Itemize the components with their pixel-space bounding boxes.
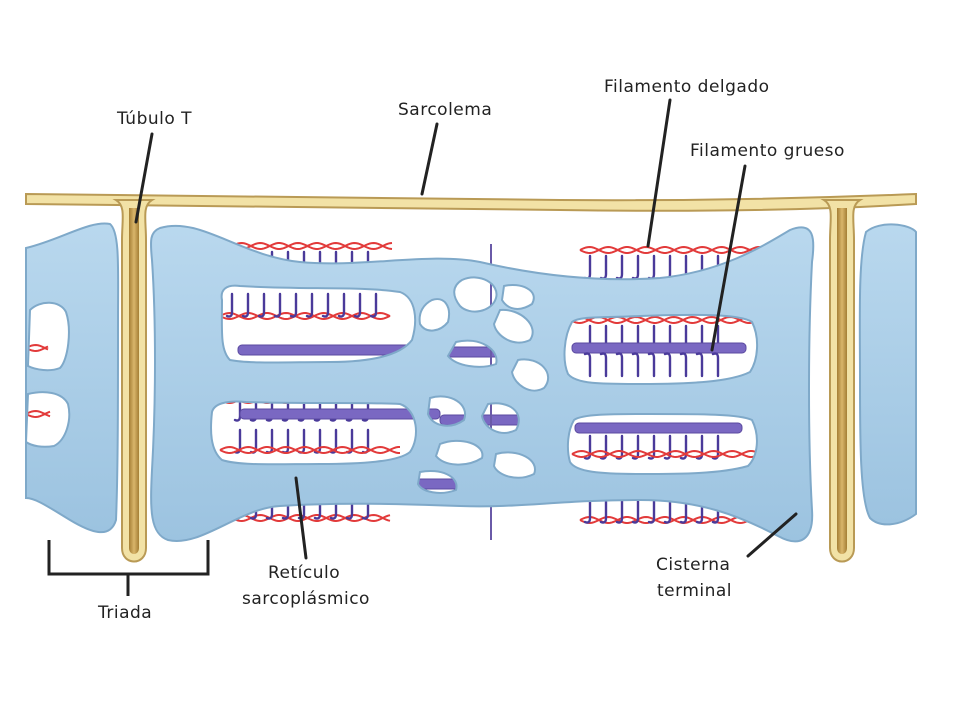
thin-filament — [219, 445, 401, 455]
myosin-head — [289, 292, 298, 318]
t-tubules — [112, 199, 864, 563]
myosin-head — [337, 292, 346, 318]
thin-filament — [231, 241, 393, 250]
label-thick-filament: Filamento grueso — [690, 141, 845, 161]
myosin-head — [599, 254, 608, 280]
label-thin-filament: Filamento delgado — [604, 77, 770, 97]
leader-reticulum — [294, 476, 308, 560]
myosin-head — [711, 434, 720, 460]
thin-filament — [231, 242, 393, 251]
myosin-head — [695, 498, 704, 524]
myosin-head — [711, 352, 720, 378]
myosin-head — [663, 434, 672, 460]
label-t-tubule: Túbulo T — [116, 109, 192, 129]
leader-cistern — [746, 512, 798, 558]
myosin-head — [583, 254, 592, 280]
thin-filament — [25, 410, 51, 418]
myosin-head — [615, 498, 624, 524]
myosin-head — [615, 254, 624, 280]
reticulum-body — [150, 224, 815, 543]
myosin-head — [273, 292, 282, 318]
label-cistern-line1: Cisterna — [656, 555, 730, 575]
myosin-head — [663, 498, 672, 524]
label-reticulum-line1: Retículo — [268, 563, 340, 583]
sarcolemma-band — [25, 192, 917, 212]
myosin-head — [631, 498, 640, 524]
myosin-head — [615, 434, 624, 460]
myosin-head — [297, 428, 306, 454]
myosin-head — [679, 498, 688, 524]
label-triad: Triada — [97, 603, 152, 623]
thick-filament — [571, 342, 747, 354]
t-tubule-lumen — [837, 208, 847, 554]
leader-thick-filament — [710, 164, 747, 352]
myosin-head — [679, 352, 688, 378]
labels: Túbulo T Sarcolema Filamento delgado Fil… — [97, 77, 845, 623]
thin-filament — [579, 245, 771, 255]
leader-sarcolemma — [420, 122, 439, 196]
myosin-head — [583, 352, 592, 378]
myosin-head — [631, 434, 640, 460]
myosin-head — [599, 434, 608, 460]
myosin-head — [663, 352, 672, 378]
myosin-head — [225, 292, 234, 318]
myosin-head — [281, 428, 290, 454]
label-sarcolemma: Sarcolema — [398, 100, 492, 120]
myosin-head — [631, 352, 640, 378]
myofibril-filaments — [25, 241, 771, 525]
myosin-head — [305, 292, 314, 318]
myosin-head — [583, 498, 592, 524]
myosin-head — [647, 498, 656, 524]
myosin-head — [241, 292, 250, 318]
left-terminal-cistern — [24, 222, 120, 534]
myosin-head — [345, 494, 354, 520]
myosin-head — [663, 254, 672, 280]
right-terminal-cistern — [858, 223, 917, 526]
myosin-head — [281, 494, 290, 520]
myosin-head — [321, 292, 330, 318]
leader-lines — [47, 98, 798, 596]
t-tubule-lumen — [129, 208, 139, 554]
myosin-head — [265, 494, 274, 520]
myosin-head — [361, 494, 370, 520]
myosin-head — [257, 292, 266, 318]
thick-filament — [239, 408, 441, 420]
thin-filament — [219, 311, 391, 321]
leader-thin-filament — [646, 98, 672, 248]
sarcoplasmic-reticulum — [24, 222, 917, 543]
myosin-head — [647, 352, 656, 378]
label-reticulum-line2: sarcoplásmico — [242, 589, 370, 609]
thick-filament — [574, 422, 743, 434]
myosin-head — [265, 428, 274, 454]
myosin-head — [711, 498, 720, 524]
thin-filament — [571, 449, 763, 459]
leader-t-tubule — [134, 132, 154, 224]
myosin-head — [599, 352, 608, 378]
label-cistern-line2: terminal — [657, 581, 732, 601]
myosin-head — [647, 434, 656, 460]
sarcolemma-membrane — [25, 192, 917, 212]
myosin-head — [249, 494, 258, 520]
myosin-head — [631, 254, 640, 280]
myosin-head — [313, 494, 322, 520]
myosin-head — [353, 292, 362, 318]
myosin-head — [329, 494, 338, 520]
myosin-head — [647, 254, 656, 280]
myosin-head — [695, 352, 704, 378]
thin-filament — [25, 410, 51, 418]
myosin-head — [599, 498, 608, 524]
myosin-head — [369, 292, 378, 318]
myosin-head — [615, 352, 624, 378]
